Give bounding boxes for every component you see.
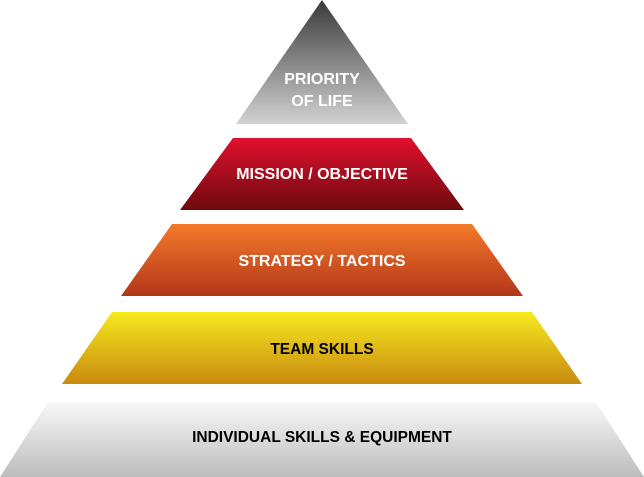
tier-shape-strategy-tactics: [121, 224, 523, 296]
tier-label-strategy-tactics: STRATEGY / TACTICS: [238, 253, 405, 270]
pyramid-tier-individual-skills-equipment: INDIVIDUAL SKILLS & EQUIPMENT: [0, 402, 644, 477]
tier-shape-mission-objective: [180, 138, 464, 210]
tier-label-individual-skills-equipment: INDIVIDUAL SKILLS & EQUIPMENT: [192, 429, 452, 446]
tier-label-priority-of-life-line-2: OF LIFE: [291, 93, 353, 110]
pyramid-tier-team-skills: TEAM SKILLS: [62, 312, 582, 384]
tier-shape-team-skills: [62, 312, 582, 384]
tier-label-team-skills: TEAM SKILLS: [270, 341, 373, 358]
pyramid-tier-priority-of-life: PRIORITY OF LIFE: [236, 0, 408, 124]
tier-label-priority-of-life-line-1: PRIORITY: [284, 71, 360, 88]
tier-shape-priority-of-life: [236, 0, 408, 124]
pyramid-tier-mission-objective: MISSION / OBJECTIVE: [180, 138, 464, 210]
pyramid-tier-strategy-tactics: STRATEGY / TACTICS: [121, 224, 523, 296]
tier-shape-individual-skills-equipment: [0, 402, 644, 477]
tier-label-mission-objective: MISSION / OBJECTIVE: [236, 166, 408, 183]
